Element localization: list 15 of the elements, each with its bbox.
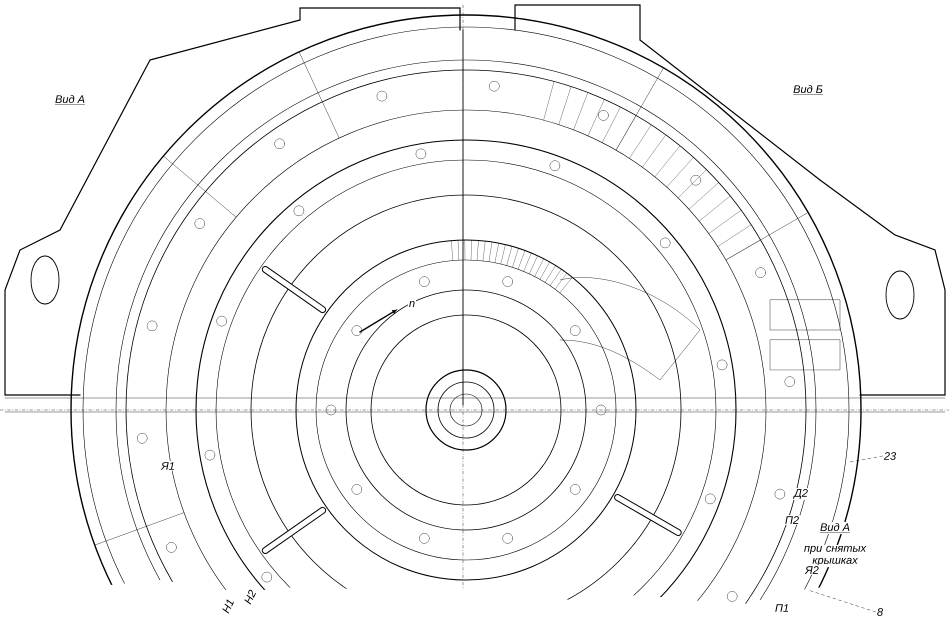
leader-line: [850, 456, 883, 462]
part-label: Д2: [793, 488, 809, 500]
leader-line: [808, 590, 876, 612]
part-label: П1: [774, 603, 790, 613]
part-label: Я2: [804, 565, 820, 575]
view-label: Вид Б: [792, 84, 824, 96]
rotation-label: n: [408, 300, 416, 308]
part-label: П2: [784, 515, 800, 525]
part-label: Н2: [242, 588, 258, 606]
view-label: Вид А: [54, 94, 86, 106]
callout-number: 23: [884, 452, 896, 460]
callout-number: 8: [877, 608, 883, 616]
part-label: Я1: [160, 461, 176, 471]
part-label: Н1: [220, 596, 236, 616]
view-label: Вид А: [819, 522, 851, 534]
